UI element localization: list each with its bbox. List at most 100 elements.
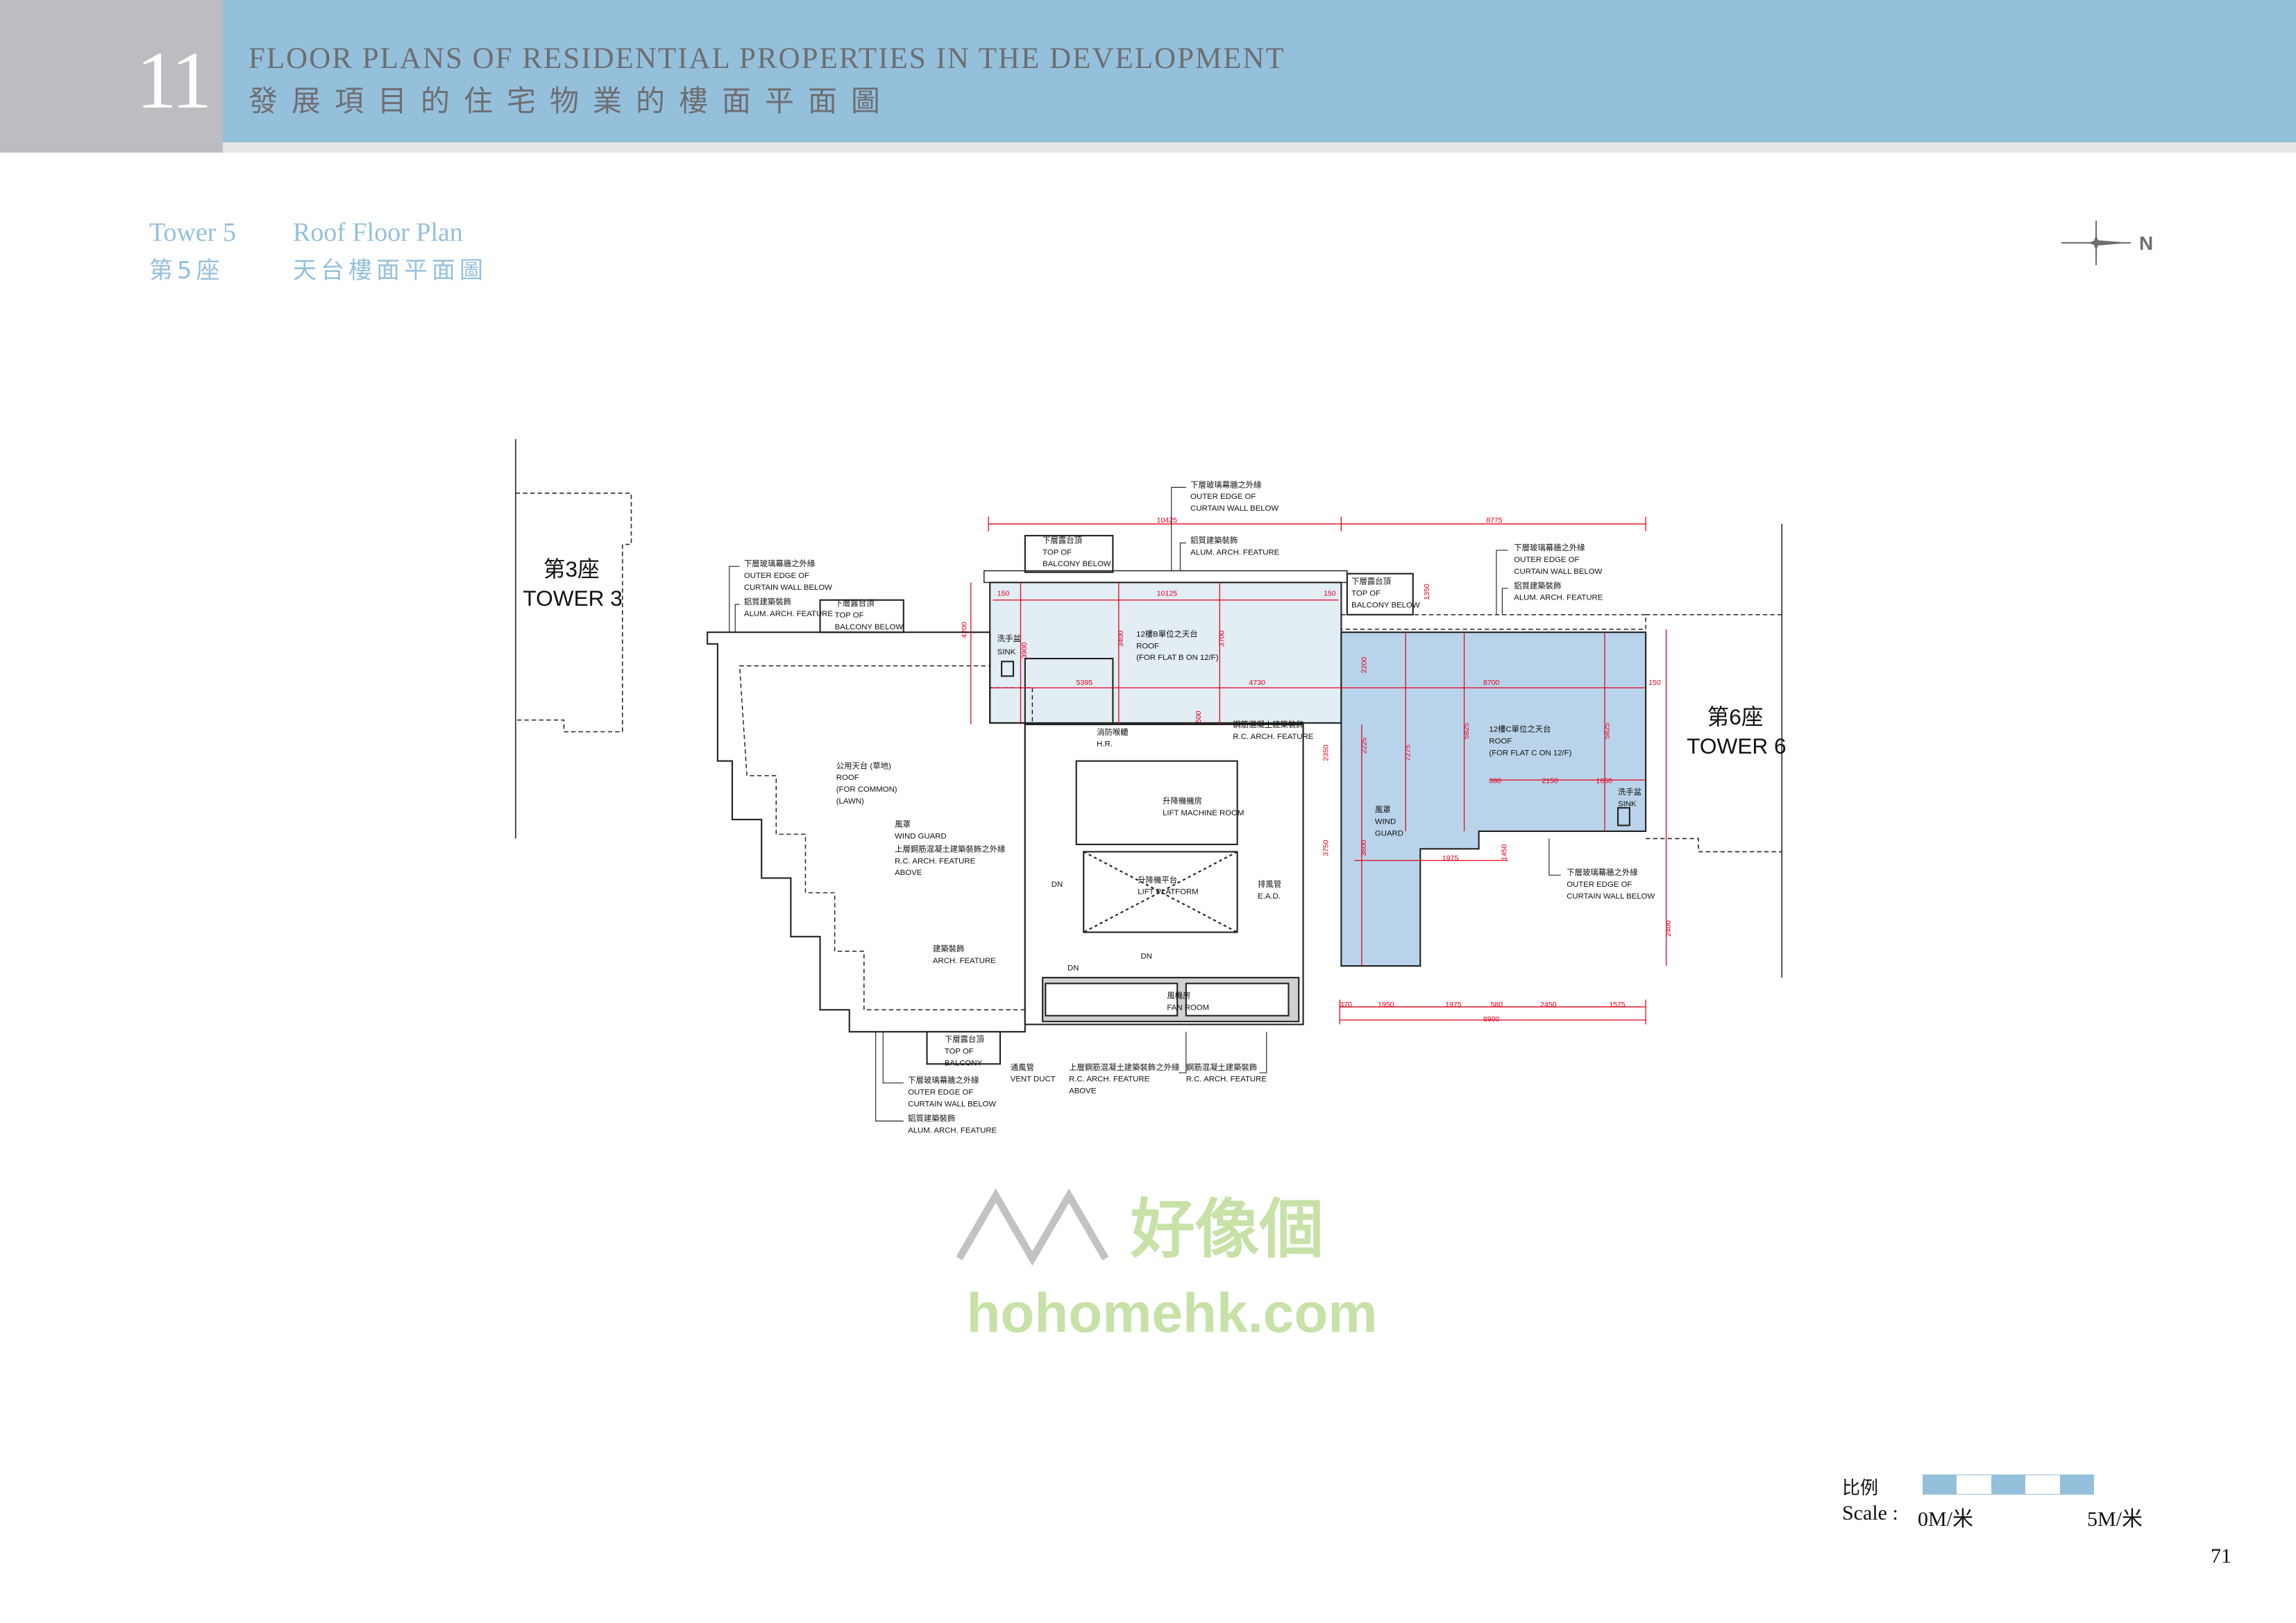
outer-edge-en1-label: OUTER EDGE OF <box>1567 881 1632 889</box>
alum-zh-label: 鋁質建築裝飾 <box>908 1114 955 1123</box>
rc-en-label: R.C. ARCH. FEATURE <box>1233 733 1313 741</box>
lmr-zh-label: 升降機機房 <box>1163 796 1202 806</box>
roof-flat-b <box>989 581 1342 724</box>
v1350-label: 1350 <box>1423 584 1431 600</box>
scale-label-en: Scale : <box>1842 1502 1898 1524</box>
balcony-en2-label: BALCONY BELOW <box>835 623 904 631</box>
roof-flat-c <box>1340 631 1647 967</box>
roof-b-en-label: (FOR FLAT B ON 12/F) <box>1136 654 1219 662</box>
outer-edge-zh-label: 下層玻璃幕牆之外緣 <box>908 1076 979 1085</box>
sink-zh-label: 洗手盆 <box>997 634 1021 643</box>
tower-label-en: Tower 5 <box>149 218 237 247</box>
curtain-wall-edge <box>1340 614 1646 630</box>
above-en-label: ABOVE <box>1069 1087 1097 1096</box>
dn-label: DN <box>1052 881 1063 889</box>
hr-en-label: H.R. <box>1097 740 1113 749</box>
wind-zh-label: 風罩 <box>1375 806 1391 815</box>
watermark: 好像個 hohomehk.com <box>956 1188 1378 1343</box>
lift-en-label: LIFT PLATFORM <box>1138 888 1198 897</box>
dimension-values: 10425 8775 10125 150 150 5395 4730 8700 … <box>960 516 1672 1023</box>
dn-label: DN <box>1140 952 1151 960</box>
roof-c-en-label: (FOR FLAT C ON 12/F) <box>1489 749 1571 757</box>
top-left-label: 10425 <box>1157 516 1177 525</box>
watermark-zh: 好像個 <box>1130 1193 1324 1265</box>
arch-zh-label: 建築裝飾 <box>933 944 965 953</box>
alum-en-label: ALUM. ARCH. FEATURE <box>744 610 834 618</box>
c-1975-label: 1975 <box>1442 854 1459 863</box>
rc-above-zh-label: 上層鋼筋混凝土建築裝飾之外緣 <box>1069 1062 1180 1072</box>
v3700-label: 3700 <box>1218 631 1226 647</box>
v5825-label: 5825 <box>1603 723 1611 740</box>
balcony-en2-label: BALCONY BELOW <box>1043 560 1111 568</box>
sink-en-label: SINK <box>1618 800 1637 808</box>
balcony-zh-label: 下層露台頂 <box>835 598 875 608</box>
d150-label: 150 <box>1324 589 1336 597</box>
scale-end: 5M/米 <box>2087 1508 2143 1531</box>
v2225-label: 2225 <box>1360 738 1368 754</box>
inner-b-label: 10125 <box>1157 589 1177 597</box>
vent-en-label: VENT DUCT <box>1011 1076 1056 1084</box>
alum-zh-label: 鋁質建築裝飾 <box>1514 581 1561 590</box>
rc-above-zh-label: 上層鋼筋混凝土建築裝飾之外緣 <box>895 844 1006 854</box>
outer-edge-en2-label: CURTAIN WALL BELOW <box>1514 568 1602 576</box>
outer-edge-en2-label: CURTAIN WALL BELOW <box>744 584 832 592</box>
wind-en-label: WIND GUARD <box>895 833 947 841</box>
balcony-en2-label: BALCONY BELOW <box>1351 601 1420 609</box>
core-area <box>819 534 1630 1065</box>
header-title-zh: 發展項目的住宅物業的樓面平面圖 <box>248 84 895 118</box>
watermark-house-icon <box>956 1188 1109 1266</box>
outer-edge-en2-label: CURTAIN WALL BELOW <box>908 1100 996 1108</box>
alum-en-label: ALUM. ARCH. FEATURE <box>1190 548 1280 556</box>
alum-en-label: ALUM. ARCH. FEATURE <box>1514 594 1603 602</box>
section-number: 11 <box>136 35 212 126</box>
balcony-zh-label: 下層露台頂 <box>945 1035 984 1044</box>
v3750-label: 3750 <box>1322 840 1330 856</box>
d150-label: 150 <box>1648 679 1661 687</box>
v2200-label: 2200 <box>1360 657 1368 674</box>
v2350-label: 2350 <box>1322 745 1330 761</box>
arch-en-label: ARCH. FEATURE <box>933 957 996 965</box>
outer-edge-zh-label: 下層玻璃幕牆之外緣 <box>1514 543 1585 552</box>
header-title-en: FLOOR PLANS OF RESIDENTIAL PROPERTIES IN… <box>248 42 1285 75</box>
ead-en-label: E.A.D. <box>1258 892 1281 901</box>
leader-lines <box>729 486 1561 1122</box>
fan-zh-label: 風機房 <box>1167 990 1190 1000</box>
outer-edge-en1-label: OUTER EDGE OF <box>1514 556 1579 564</box>
header-strip <box>223 142 2296 153</box>
north-arrow-icon: N <box>2061 221 2153 265</box>
wind-en1-label: WIND <box>1375 817 1396 826</box>
tower-6-en: TOWER 6 <box>1687 733 1787 758</box>
balcony-en1-label: TOP OF <box>1043 548 1072 556</box>
v3900-label: 3900 <box>1020 643 1029 659</box>
v3600-label: 3600 <box>1360 840 1368 856</box>
sink-zh-label: 洗手盆 <box>1618 787 1641 797</box>
wind-en2-label: GUARD <box>1375 829 1403 838</box>
b-w2-label: 4730 <box>1249 679 1266 687</box>
balcony-en1-label: TOP OF <box>1351 589 1381 597</box>
outer-edge-en1-label: OUTER EDGE OF <box>908 1089 973 1097</box>
dn-label: DN <box>1067 964 1079 972</box>
c-2150-label: 2150 <box>1542 776 1558 785</box>
b-w1-label: 5395 <box>1077 679 1093 687</box>
tower-3-en: TOWER 3 <box>523 586 623 611</box>
watermark-en: hohomehk.com <box>966 1281 1377 1343</box>
v7275-label: 7275 <box>1404 745 1412 761</box>
outer-edge-en2-label: CURTAIN WALL BELOW <box>1567 892 1655 901</box>
wind-zh-label: 風罩 <box>895 820 911 829</box>
b1950-label: 1950 <box>1378 1001 1394 1009</box>
outer-edge-en2-label: CURTAIN WALL BELOW <box>1190 504 1278 513</box>
b580-label: 580 <box>1491 1001 1503 1009</box>
roof-en-label: ROOF <box>836 774 859 782</box>
header-band <box>223 0 2296 142</box>
c-1650-label: 1650 <box>1596 776 1612 785</box>
v5825-label: 5825 <box>1462 723 1471 740</box>
balcony-en2-short-label: BALCONY <box>945 1059 983 1067</box>
tower-label-zh: 第5座 <box>149 257 224 284</box>
plan-labels: 下層玻璃幕牆之外緣 OUTER EDGE OF CURTAIN WALL BEL… <box>744 479 1655 1135</box>
rc-zh-label: 鋼筋混凝土建築裝飾 <box>1186 1062 1257 1072</box>
roof-c-zh-label: 12樓C單位之天台 <box>1489 724 1551 734</box>
page-number: 71 <box>2211 1545 2231 1567</box>
v2400-label: 2400 <box>1664 920 1673 937</box>
tower-6-zh: 第6座 <box>1707 704 1764 729</box>
alum-zh-label: 鋁質建築裝飾 <box>744 597 791 606</box>
